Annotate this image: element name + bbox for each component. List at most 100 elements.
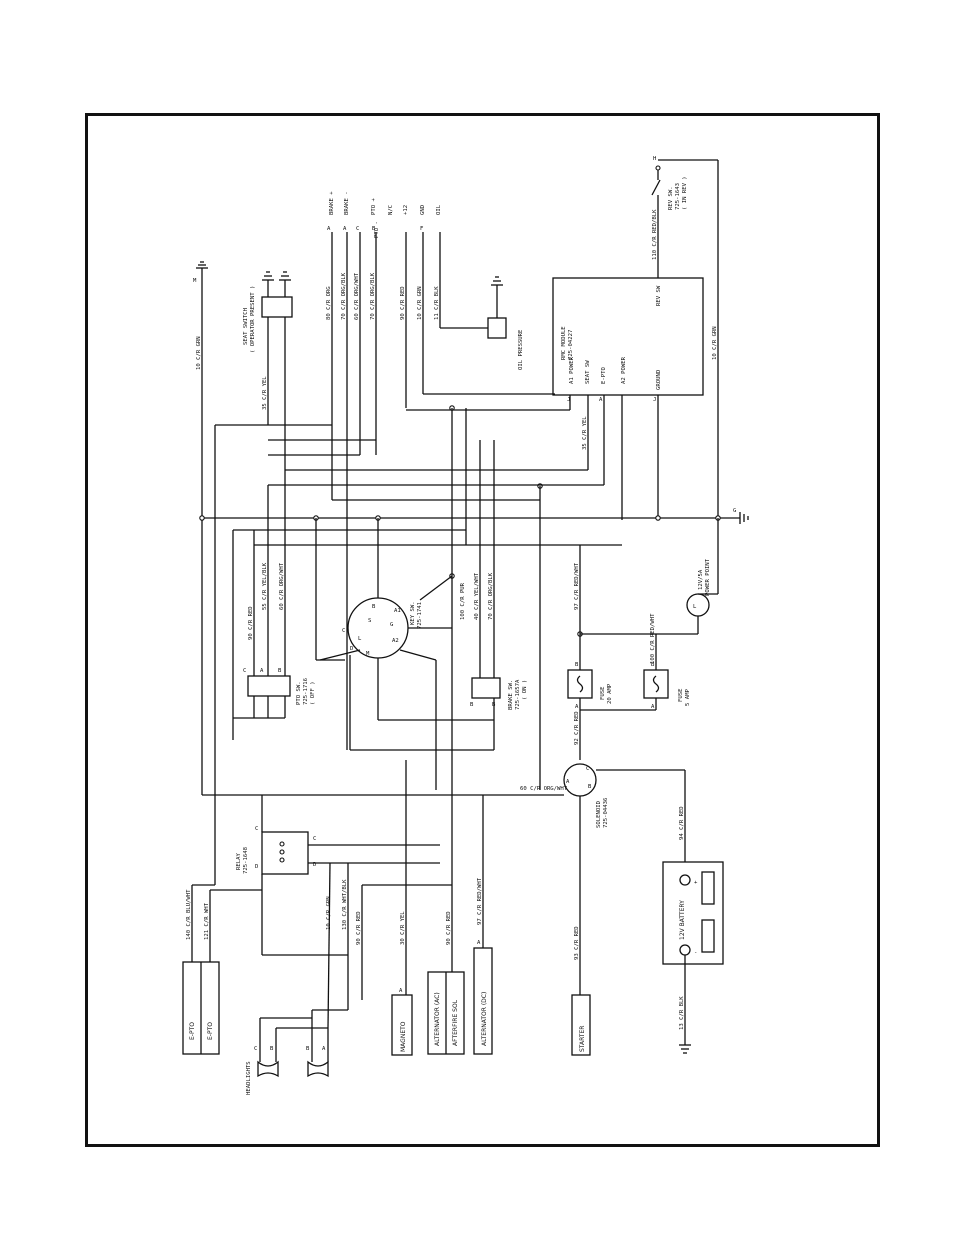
- relay-pin-d2: D: [313, 862, 317, 868]
- rmc-pin-a1: A1 POWER: [569, 356, 575, 384]
- pin-letter-a2: A: [343, 226, 347, 232]
- brake-switch-state: ( ON ): [522, 680, 528, 700]
- harness-pin-pto-plus: PTO +: [371, 198, 377, 215]
- interconnects: [214, 408, 622, 795]
- fuse-5-name: FUSE: [678, 688, 684, 702]
- e-pto-1: E-PTO: [189, 1022, 196, 1040]
- pin-letter-m: M: [193, 278, 197, 284]
- brake-switch-part: 725-1657A: [515, 679, 521, 710]
- solenoid: A C B SOLENOID 725-04436 92 C/R RED 94 C…: [202, 711, 686, 995]
- brake-switch-name: BRAKE SW.: [508, 680, 514, 710]
- solenoid-name: SOLENOID: [596, 800, 602, 828]
- key-pin-l: L: [358, 636, 362, 642]
- rmc-pin-letter-j2: J: [653, 397, 656, 403]
- wire-label-10-grn: 10 C/R GRN: [196, 336, 202, 370]
- wire-label-60-orgwht-b: 60 C/R ORG/WHT: [279, 562, 285, 610]
- wire-label-130-whtblk: 130 C/R WHT/BLK: [342, 879, 348, 930]
- wire-label-97-redwht-b: 97 C/R RED/WHT: [477, 877, 483, 925]
- solenoid-part: 725-04436: [603, 798, 609, 828]
- battery-neg: -: [694, 950, 697, 956]
- wire-label-60-orgwht: 60 C/R ORG/WHT: [354, 272, 360, 320]
- magneto-label: MAGNETO: [400, 1021, 407, 1052]
- power-point-pin-l: L: [693, 604, 697, 610]
- fuse-20-pin-a: A: [575, 704, 579, 710]
- wire-label-55-yelblk: 55 C/R YEL/BLK: [262, 562, 268, 610]
- pin-letter-c: C: [356, 226, 359, 232]
- alternator-ac-label: ALTERNATOR (AC): [434, 992, 441, 1046]
- harness-pin-gnd: GND: [420, 204, 426, 215]
- solenoid-pin-c: C: [586, 766, 589, 772]
- wire-label-10-grn-d: 10 C/R GRN: [326, 896, 332, 930]
- solenoid-pin-a: A: [566, 779, 570, 785]
- harness-pin-pto-minus: PTO -: [374, 221, 380, 238]
- e-pto-2: E-PTO: [207, 1022, 214, 1040]
- headlights: HEADLIGHTS C B B A 130 C/R WHT/BLK 10 C/…: [246, 862, 348, 1095]
- rmc-pin-seat: SEAT SW: [585, 360, 591, 384]
- relay-pin-c: C: [255, 826, 258, 832]
- ground-label: G: [733, 508, 737, 514]
- wire-label-80-org: 80 C/R ORG: [326, 286, 332, 320]
- fuse-20-rating: 20 AMP: [607, 683, 613, 704]
- headlights-label: HEADLIGHTS: [246, 1061, 252, 1095]
- power-point-label: POWER POINT: [705, 558, 711, 596]
- headlight-pin-c: C: [254, 1046, 257, 1052]
- wire-label-90-red: 90 C/R RED: [400, 286, 406, 320]
- wire-label-90-red-d: 90 C/R RED: [446, 911, 452, 945]
- wire-label-60-orgwht-c: 60 C/R ORG/WHT: [520, 786, 568, 792]
- seat-switch-name: SEAT SWITCH: [243, 308, 249, 345]
- rmc-pin-ground: GROUND: [656, 369, 662, 390]
- relay-part: 725-1648: [243, 846, 249, 874]
- diagram-frame: [85, 113, 880, 1147]
- rmc-pin-a2: A2 POWER: [621, 356, 627, 384]
- harness-pin-brake-plus: BRAKE +: [329, 191, 335, 215]
- key-switch: C D L M S B G A1 A2 KEY SW. 725-1741: [319, 597, 494, 790]
- fuse-5-rating: 5 AMP: [685, 689, 691, 706]
- relay-name: RELAY: [236, 853, 242, 870]
- rmc-pin-epto: E-PTO: [601, 367, 607, 384]
- wire-label-97-redwht: 97 C/R RED/WHT: [574, 562, 580, 610]
- battery-pos: +: [694, 880, 698, 886]
- harness-pin-brake-minus: BRAKE -: [344, 191, 350, 215]
- wire-label-35-yel-b: 35 C/R YEL: [582, 416, 588, 450]
- relay-pin-d: D: [255, 864, 259, 870]
- relay-pin-c2: C: [313, 836, 316, 842]
- key-pin-m: M: [366, 651, 370, 657]
- relay: C C D D RELAY 725-1648: [236, 795, 440, 1010]
- fuses: 97 C/R RED/WHT FUSE 20 AMP B A FUSE 5 AM…: [567, 518, 719, 760]
- fuse-20-name: FUSE: [600, 686, 606, 700]
- e-pto-connector: E-PTO E-PTO 140 C/R BLU/WHT 121 C/R WHT: [182, 795, 262, 1055]
- wire-label-13-blk: 13 C/R BLK: [679, 996, 685, 1030]
- pin-letter-a: A: [327, 226, 331, 232]
- rmc-pin-letter-j: J: [567, 397, 570, 403]
- engine-components: 90 C/R RED MAGNETO A 30 C/R YEL ALTERNAT…: [356, 760, 591, 1056]
- rev-switch-name: REV SW.: [668, 186, 674, 210]
- wire-label-10-grn-b: 10 C/R GRN: [417, 286, 423, 320]
- starter-label: STARTER: [579, 1026, 586, 1052]
- pin-letter-h: H: [653, 156, 656, 162]
- key-switch-name: KEY SW.: [410, 601, 416, 625]
- brake-pin-b2: B: [492, 702, 496, 708]
- rev-switch-part: 725-1643: [675, 183, 681, 210]
- brake-pin-b: B: [470, 702, 474, 708]
- wire-label-93-red: 93 C/R RED: [574, 926, 580, 960]
- key-pin-b: B: [372, 604, 376, 610]
- key-pin-g: G: [390, 622, 394, 628]
- pto-pin-a: A: [260, 668, 264, 674]
- pin-letter-f: F: [420, 226, 424, 232]
- harness-pin-12: +12: [403, 205, 409, 215]
- key-switch-part: 725-1741: [417, 602, 423, 629]
- seat-switch-note: ( OPERATOR PRESENT ): [250, 286, 256, 353]
- rmc-module-name: RMC MODULE: [561, 326, 567, 360]
- wire-label-140-bluwht: 140 C/R BLU/WHT: [186, 889, 192, 940]
- rmc-pin-letter-a: A: [599, 397, 603, 403]
- top-wires: M 10 C/R GRN 80 C/R ORG 70 C/R ORG/BLK 6…: [193, 156, 719, 795]
- headlight-pin-b2: B: [306, 1046, 310, 1052]
- wire-label-35-yel: 35 C/R YEL: [262, 376, 268, 410]
- pto-switch-name: PTO SW.: [296, 681, 302, 705]
- power-point-name: 12V/5A: [698, 569, 704, 590]
- pto-pin-b: B: [278, 668, 282, 674]
- magneto-pin-a: A: [399, 988, 403, 994]
- pto-pin-c: C: [243, 668, 246, 674]
- key-pin-a1: A1: [394, 608, 401, 614]
